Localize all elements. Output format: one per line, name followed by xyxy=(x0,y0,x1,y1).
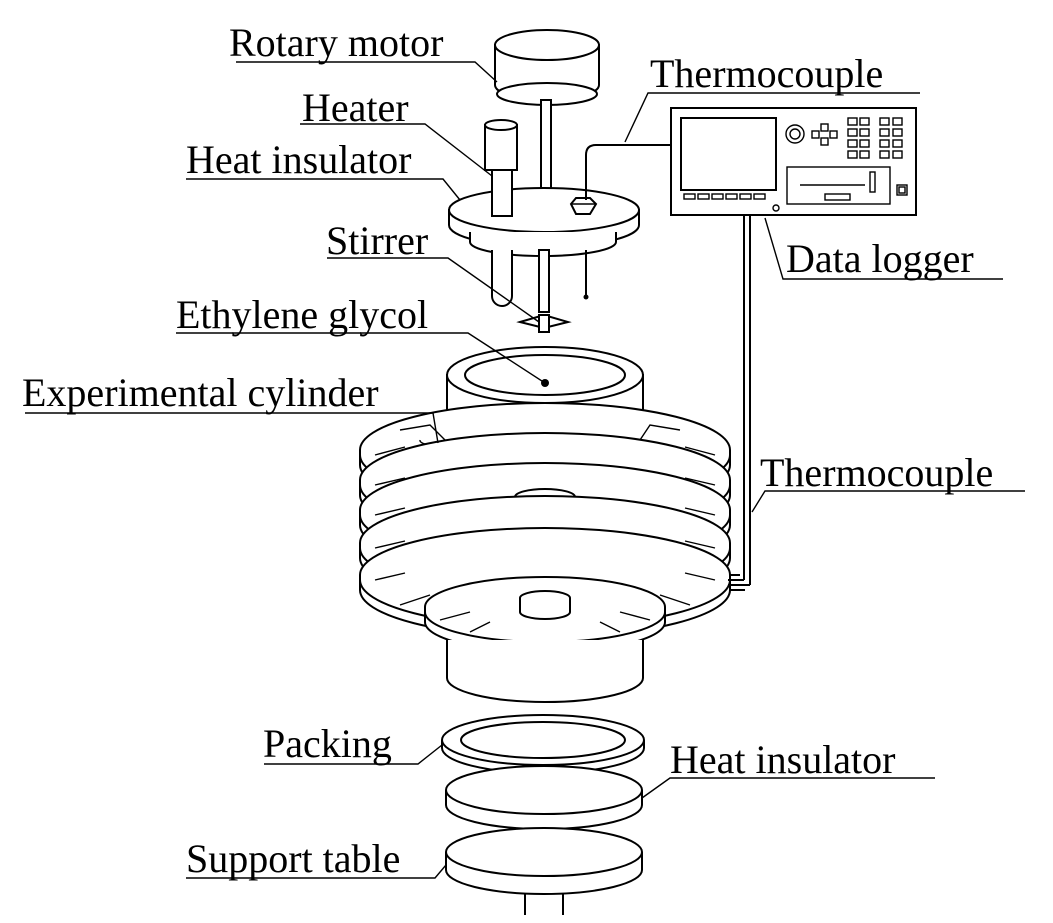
experimental-cylinder-bottom xyxy=(446,640,644,703)
heater xyxy=(484,119,518,307)
label-ethylene-glycol: Ethylene glycol xyxy=(176,292,428,337)
label-experimental-cylinder: Experimental cylinder xyxy=(22,370,379,415)
label-heater: Heater xyxy=(302,85,409,130)
bottom-heat-insulator xyxy=(445,765,643,830)
support-table xyxy=(445,827,643,915)
data-logger-drive xyxy=(786,166,891,205)
data-logger-device xyxy=(670,107,917,216)
data-logger-dial xyxy=(785,124,805,144)
data-logger-screen xyxy=(680,117,777,191)
label-thermocouple-side: Thermocouple xyxy=(760,450,993,495)
label-rotary-motor: Rotary motor xyxy=(229,20,443,65)
label-data-logger: Data logger xyxy=(786,236,974,281)
data-logger-screen-buttons xyxy=(683,193,766,200)
data-logger-port xyxy=(772,204,780,212)
packing-ring xyxy=(441,714,645,774)
top-heat-insulator-lid xyxy=(448,187,640,257)
thermocouple-fitting xyxy=(569,197,598,215)
rotary-motor xyxy=(494,29,600,106)
fin-stack xyxy=(359,402,731,653)
label-heat-insulator-top: Heat insulator xyxy=(186,137,412,182)
label-heat-insulator-bottom: Heat insulator xyxy=(670,737,896,782)
label-thermocouple-top: Thermocouple xyxy=(650,51,883,96)
leader-lines xyxy=(25,61,1025,879)
data-logger-keypad xyxy=(811,117,903,159)
label-packing: Packing xyxy=(263,721,392,766)
stirrer xyxy=(516,249,572,333)
label-stirrer: Stirrer xyxy=(326,218,428,263)
thermocouple-cables xyxy=(585,144,751,591)
label-support-table: Support table xyxy=(186,836,400,881)
